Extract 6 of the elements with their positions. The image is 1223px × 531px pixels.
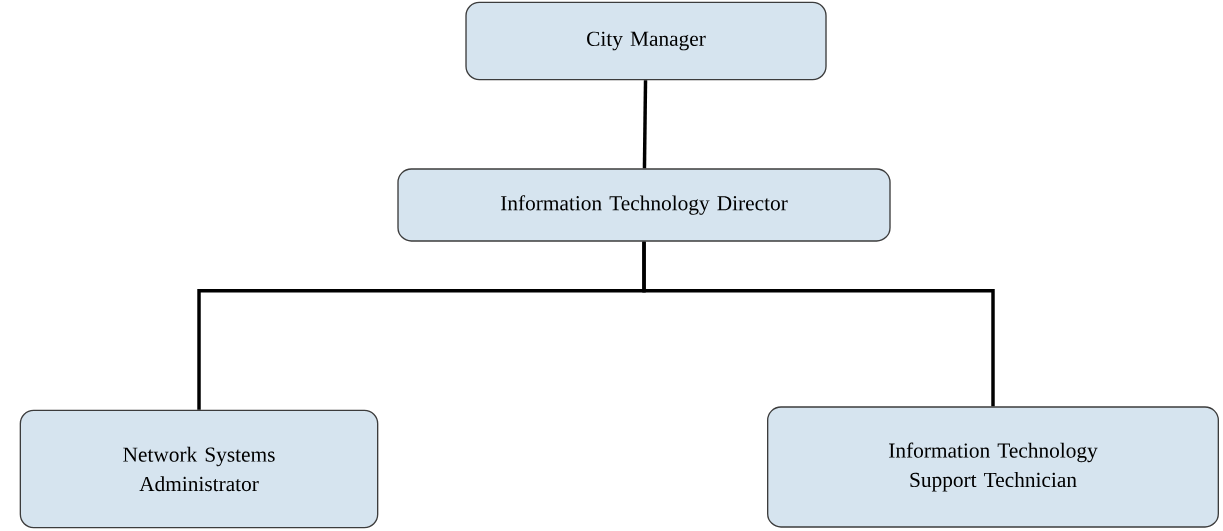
connector-line xyxy=(642,80,648,169)
org-box: Information Technology Director xyxy=(397,168,891,242)
org-box: Information Technology Support Technician xyxy=(767,406,1219,528)
connector-line xyxy=(642,241,995,407)
org-box: Network Systems Administrator xyxy=(19,409,379,529)
org-box: City Manager xyxy=(465,1,827,81)
